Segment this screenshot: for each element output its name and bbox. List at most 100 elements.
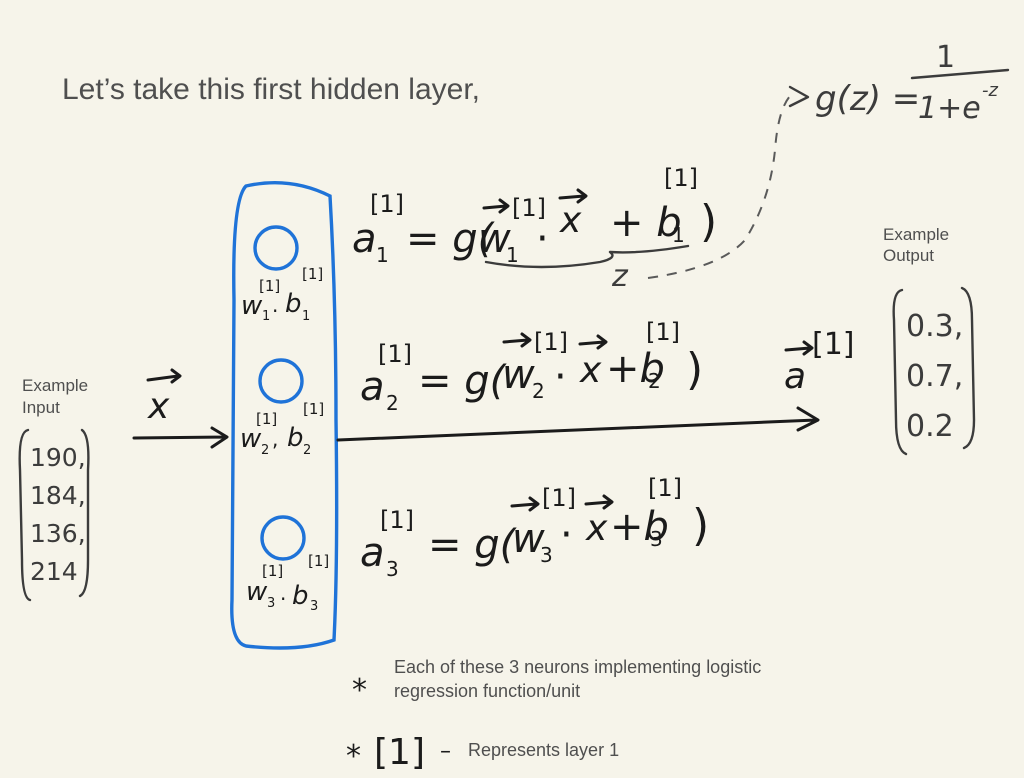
- input-bracket-right: [78, 428, 90, 598]
- note-layer-symbol: [1]: [374, 732, 425, 773]
- eq-x: x: [579, 350, 602, 391]
- input-label-line2: Input: [22, 398, 60, 417]
- neuron-circle: [253, 225, 299, 271]
- eq-g: = g(: [428, 522, 518, 568]
- eq-x: x: [559, 200, 582, 241]
- x-arrow-icon: [584, 494, 614, 510]
- sigmoid-denominator: 1+e: [918, 91, 981, 126]
- vector-arrow-icon: [146, 368, 182, 384]
- eq-w: w: [478, 216, 511, 262]
- note-line1: Each of these 3 neurons implementing log…: [394, 657, 761, 677]
- eq-g: = g(: [418, 358, 508, 404]
- equation-2: a 2 [1] = g( w 2 [1] · x +b 2 [1] ): [360, 318, 703, 415]
- eq-b-sup: [1]: [648, 474, 682, 502]
- eq-x: x: [585, 508, 608, 549]
- neuron-b-sup: [1]: [308, 552, 329, 570]
- neuron-w: w: [246, 577, 268, 607]
- neuron-b-sup: [1]: [302, 265, 323, 283]
- eq-w-sup: [1]: [534, 328, 568, 356]
- equation-1: a 1 [1] = g( w 1 [1] · x + b 1 [1] ) z: [352, 164, 717, 294]
- eq-close: ): [686, 344, 703, 395]
- neuron-b-sub: 2: [303, 443, 311, 458]
- arrow-icon: [788, 85, 810, 108]
- eq-dot: ·: [554, 354, 567, 400]
- eq-a-sub: 3: [386, 557, 399, 581]
- note-dash: –: [440, 739, 451, 764]
- input-value-2: 184,: [30, 481, 86, 510]
- eq-w-sub: 1: [506, 243, 519, 267]
- note-bullet-icon: *: [352, 673, 367, 708]
- eq-close: ): [692, 500, 709, 551]
- output-vector-symbol: a: [784, 356, 806, 397]
- neuron-dot: .: [272, 293, 278, 317]
- eq-a: a: [352, 216, 377, 262]
- neuron-b: b: [292, 581, 309, 611]
- eq-w-sup: [1]: [512, 194, 546, 222]
- eq-w: w: [502, 352, 535, 398]
- output-bracket-right: [960, 286, 976, 450]
- neuron-3: w 3 [1] . b 3 [1]: [246, 515, 329, 614]
- dashed-link: [647, 95, 791, 279]
- note-line2: regression function/unit: [394, 681, 580, 701]
- eq-a-sub: 1: [376, 243, 389, 267]
- neuron-b: b: [287, 423, 304, 453]
- w-arrow-icon: [482, 198, 510, 214]
- neuron-w: w: [241, 291, 263, 321]
- output-vector-sup: [1]: [812, 327, 855, 362]
- eq-a: a: [360, 530, 385, 576]
- neuron-circle: [260, 515, 306, 561]
- x-vector-symbol: x: [147, 386, 170, 427]
- sigmoid-exponent: -z: [982, 80, 998, 101]
- output-value-1: 0.3,: [906, 309, 963, 344]
- neuron-w-sup: [1]: [256, 410, 277, 428]
- neuron-w: w: [240, 424, 262, 454]
- output-label-line2: Output: [883, 246, 934, 265]
- eq-close: ): [700, 196, 717, 247]
- eq-w: w: [512, 516, 545, 562]
- input-label-line1: Example: [22, 376, 88, 395]
- example-output: Example Output 0.3, 0.7, 0.2: [883, 225, 976, 456]
- neuron-b-sub: 3: [310, 599, 318, 614]
- input-arrow: [132, 426, 229, 449]
- input-value-1: 190,: [30, 443, 86, 472]
- eq-a: a: [360, 364, 385, 410]
- hidden-layer-box: [230, 181, 339, 650]
- sigmoid-numerator: 1: [936, 40, 955, 75]
- equation-3: a 3 [1] = g( w 3 [1] · x +b 3 [1] ): [360, 474, 709, 581]
- example-input: Example Input 190, 184, 136, 214: [18, 376, 90, 602]
- heading: Let’s take this first hidden layer,: [62, 73, 480, 106]
- eq-b-sup: [1]: [664, 164, 698, 192]
- eq-plus-b: +b: [610, 504, 669, 550]
- eq-b-sup: [1]: [646, 318, 680, 346]
- output-value-3: 0.2: [906, 409, 954, 444]
- neuron-w-sup: [1]: [262, 562, 283, 580]
- eq-w-sup: [1]: [542, 484, 576, 512]
- eq-b-sub: 2: [648, 369, 661, 393]
- neuron-w-sub: 1: [262, 309, 270, 324]
- note-neurons: * Each of these 3 neurons implementing l…: [352, 657, 761, 708]
- output-label-line1: Example: [883, 225, 949, 244]
- eq-w-sub: 2: [532, 379, 545, 403]
- eq-plus-b: + b: [610, 200, 682, 246]
- eq-dot: ·: [536, 216, 549, 262]
- eq-b-sub: 1: [672, 223, 685, 247]
- sigmoid-lhs: g(z) =: [815, 79, 920, 119]
- eq-a-sup: [1]: [378, 340, 412, 368]
- neuron-w-sub: 2: [261, 443, 269, 458]
- neuron-circle: [258, 358, 304, 404]
- neuron-2: w 2 [1] , b 2 [1]: [240, 358, 324, 458]
- note-text: Represents layer 1: [468, 740, 619, 760]
- note-layer: * [1] – Represents layer 1: [346, 732, 619, 774]
- x-arrow-icon: [578, 334, 608, 350]
- neuron-w-sup: [1]: [259, 277, 280, 295]
- neuron-w-sub: 3: [267, 596, 275, 611]
- x-arrow-icon: [558, 188, 588, 204]
- w-arrow-icon: [502, 332, 532, 348]
- eq-b-sub: 3: [650, 527, 663, 551]
- note-bullet-icon: *: [346, 739, 361, 774]
- z-label: z: [611, 259, 629, 294]
- w-arrow-icon: [510, 496, 540, 512]
- neuron-dot: ,: [272, 427, 278, 451]
- output-arrow: [336, 406, 820, 442]
- output-value-2: 0.7,: [906, 359, 963, 394]
